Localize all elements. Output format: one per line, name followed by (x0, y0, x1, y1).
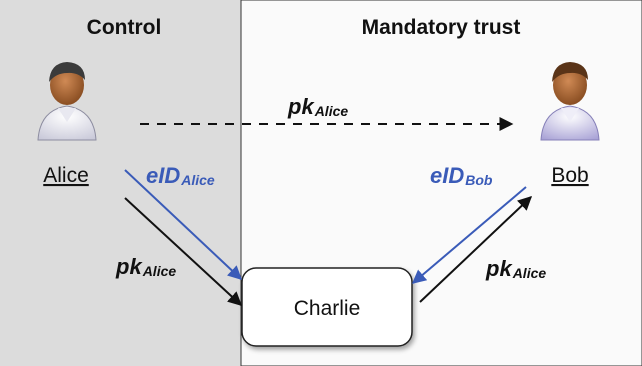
control-heading: Control (87, 16, 162, 39)
bob-pk-label: pkAlice (485, 256, 546, 281)
alice-eid-label: eIDAlice (146, 163, 215, 188)
trust-heading: Mandatory trust (362, 16, 521, 39)
bob-pk-arrow (419, 196, 533, 303)
alice-pk-label: pkAlice (115, 254, 176, 279)
alice-avatar-icon (37, 62, 97, 141)
alice-to-bob-label: pkAlice (287, 94, 348, 119)
control-zone (0, 0, 241, 366)
alice-label: Alice (43, 164, 89, 187)
charlie-box (241, 267, 413, 347)
charlie-label: Charlie (294, 297, 361, 320)
bob-label: Bob (551, 164, 588, 187)
bob-eid-label: eIDBob (430, 163, 493, 188)
bob-eid-arrow (411, 186, 527, 284)
alice-pk-arrow (124, 197, 243, 306)
bob-avatar-icon (540, 62, 600, 141)
alice-eid-arrow (124, 169, 243, 280)
